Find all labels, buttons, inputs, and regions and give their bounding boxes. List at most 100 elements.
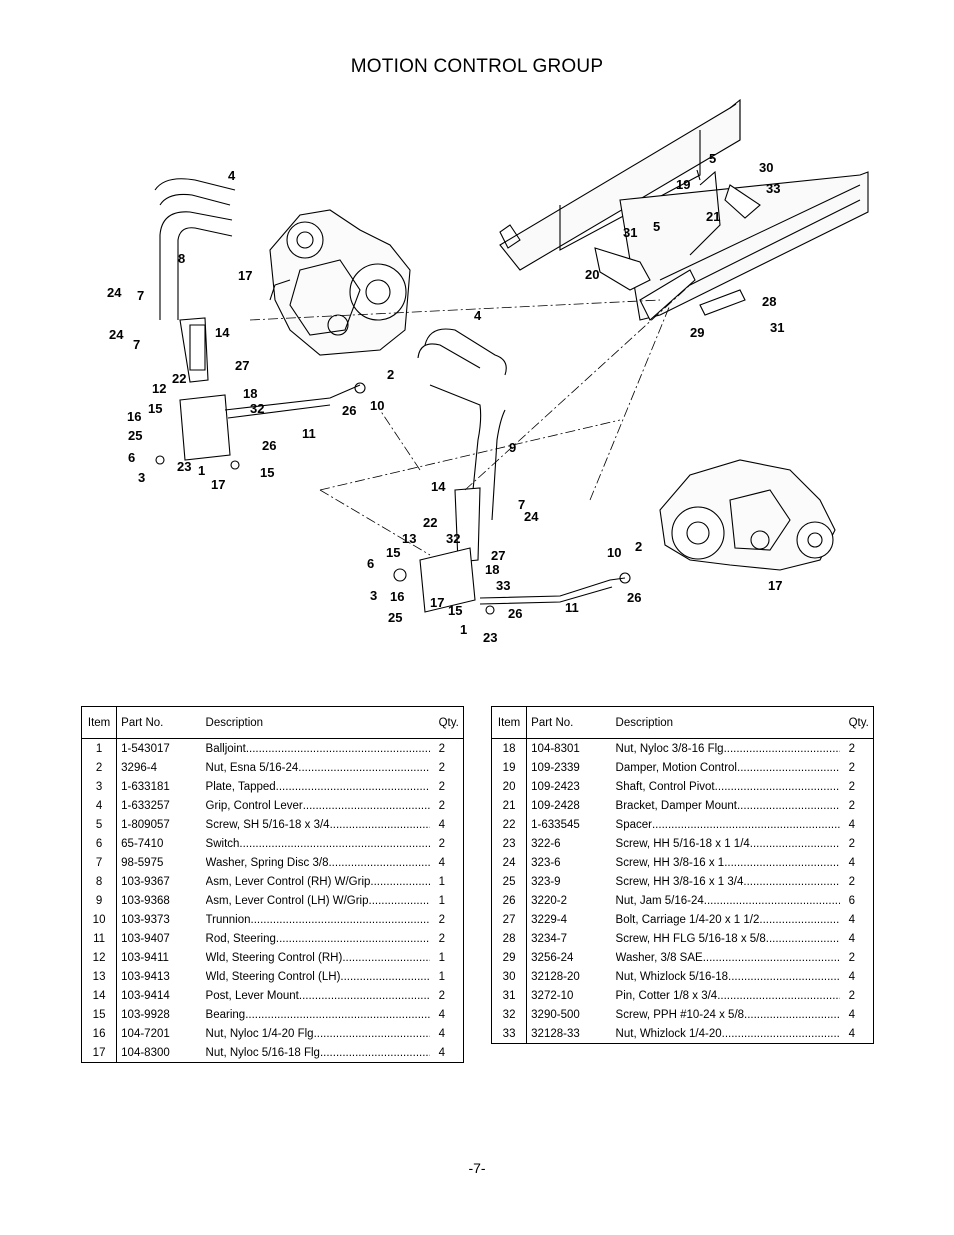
description-cell: Switch <box>202 834 435 853</box>
callout-29: 29 <box>690 325 704 340</box>
item-cell: 33 <box>491 1024 528 1044</box>
part-no-cell: 32128-33 <box>531 1027 580 1040</box>
header-part-no: Part No. <box>526 706 612 739</box>
description-cell: Rod, Steering <box>202 929 435 948</box>
description-text: Nut, Jam 5/16-24 <box>615 894 704 907</box>
header-description: Description <box>201 706 435 739</box>
callout-15: 15 <box>386 545 400 560</box>
qty-cell: 4 <box>848 818 856 831</box>
item-cell: 20 <box>491 777 528 796</box>
description-text: Damper, Motion Control <box>615 761 737 774</box>
leader-dots <box>239 838 429 850</box>
item-cell: 16 <box>81 1024 118 1043</box>
callout-26: 26 <box>508 606 522 621</box>
description-cell: Wld, Steering Control (LH) <box>202 967 435 986</box>
description-text: Bracket, Damper Mount <box>615 799 737 812</box>
leader-dots <box>652 819 840 831</box>
part-no-cell: 3290-500 <box>531 1008 580 1021</box>
callout-17: 17 <box>430 595 444 610</box>
callout-22: 22 <box>423 515 437 530</box>
description-cell: Bracket, Damper Mount <box>612 796 845 815</box>
description-cell: Screw, HH 3/8-16 x 1 <box>612 853 845 872</box>
part-no-cell: 3296-4 <box>121 761 157 774</box>
callout-11: 11 <box>302 426 316 441</box>
item-cell: 11 <box>81 929 118 948</box>
qty-cell: 2 <box>848 837 856 850</box>
qty-cell: 1 <box>438 951 446 964</box>
leader-dots <box>722 1028 840 1040</box>
part-no-cell: 103-9411 <box>121 951 169 964</box>
description-text: Screw, HH 3/8-16 x 1 3/4 <box>615 875 744 888</box>
description-cell: Post, Lever Mount <box>202 986 435 1005</box>
transmission-right-illustration <box>659 459 836 571</box>
callout-31: 31 <box>623 225 637 240</box>
callout-31: 31 <box>770 320 784 335</box>
qty-cell: 4 <box>438 818 446 831</box>
part-no-cell: 103-9407 <box>121 932 170 945</box>
part-no-cell: 322-6 <box>531 837 561 850</box>
callout-8: 8 <box>178 251 185 266</box>
item-cell: 29 <box>491 948 528 967</box>
description-cell: Spacer <box>612 815 845 834</box>
description-cell: Screw, HH 5/16-18 x 1 1/4 <box>612 834 845 853</box>
leader-dots <box>340 971 429 983</box>
qty-cell: 2 <box>438 780 446 793</box>
item-cell: 27 <box>491 910 528 929</box>
part-no-cell: 1-543017 <box>121 742 170 755</box>
description-text: Grip, Control Lever <box>205 799 303 812</box>
leader-dots <box>704 895 840 907</box>
item-cell: 32 <box>491 1005 528 1024</box>
header-qty: Qty. <box>434 706 464 739</box>
callout-6: 6 <box>367 556 374 571</box>
callout-4: 4 <box>228 168 236 183</box>
part-no-cell: 323-6 <box>531 856 561 869</box>
qty-cell: 4 <box>848 1027 856 1040</box>
callout-7: 7 <box>137 288 144 303</box>
leader-dots <box>320 1047 430 1059</box>
leader-dots <box>743 876 839 888</box>
item-cell: 3 <box>81 777 118 796</box>
part-no-cell: 3256-24 <box>531 951 574 964</box>
leader-dots <box>728 971 840 983</box>
description-text: Asm, Lever Control (LH) W/Grip <box>205 894 369 907</box>
qty-cell: 1 <box>438 970 446 983</box>
table-row: 11-543017Balljoint2 <box>81 738 464 758</box>
callout-1: 1 <box>198 463 205 478</box>
description-cell: Bolt, Carriage 1/4-20 x 1 1/2 <box>612 910 845 929</box>
callout-24: 24 <box>107 285 122 300</box>
callout-14: 14 <box>431 479 446 494</box>
description-text: Nut, Nyloc 3/8-16 Flg <box>615 742 724 755</box>
description-text: Plate, Tapped <box>205 780 276 793</box>
item-cell: 7 <box>81 853 118 872</box>
description-cell: Wld, Steering Control (RH) <box>202 948 435 967</box>
item-cell: 17 <box>81 1043 118 1063</box>
description-text: Bearing <box>205 1008 246 1021</box>
qty-cell: 4 <box>438 1008 446 1021</box>
description-text: Wld, Steering Control (RH) <box>205 951 343 964</box>
description-text: Nut, Esna 5/16-24 <box>205 761 299 774</box>
leader-dots <box>299 990 430 1002</box>
transmission-left-illustration <box>269 209 411 356</box>
leader-dots <box>276 781 430 793</box>
callout-24: 24 <box>524 509 539 524</box>
qty-cell: 2 <box>848 761 856 774</box>
description-text: Post, Lever Mount <box>205 989 299 1002</box>
callout-4: 4 <box>474 308 482 323</box>
callout-12: 12 <box>152 381 166 396</box>
leader-dots <box>276 933 430 945</box>
item-cell: 30 <box>491 967 528 986</box>
part-no-cell: 3220-2 <box>531 894 567 907</box>
